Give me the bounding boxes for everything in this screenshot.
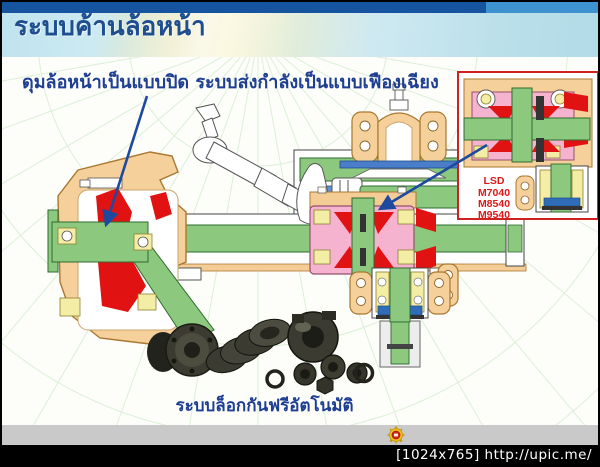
pointer-arrow-subtitle bbox=[102, 95, 149, 228]
slide-body: ดุมล้อหน้าเป็นแบบปิด ระบบส่งกำลังเป็นแบบ… bbox=[2, 57, 598, 425]
slide-header bbox=[2, 13, 598, 57]
top-accent-bar bbox=[2, 2, 598, 13]
center-pivot-bracket bbox=[339, 83, 477, 179]
letterbox-strip bbox=[2, 425, 598, 445]
watermark-text: [1024x765] http://upic.me/ bbox=[396, 447, 592, 463]
inset-label-lsd: LSD bbox=[484, 175, 505, 187]
caption-text: ระบบล็อกกันฟรีอัตโนมัติ bbox=[175, 396, 354, 416]
watermark-bar: [1024x765] http://upic.me/ bbox=[0, 445, 600, 467]
pointer-arrow-inset bbox=[377, 143, 488, 211]
inset-label-m9540: M9540 bbox=[478, 209, 510, 221]
lower-output-assembly bbox=[349, 267, 451, 368]
top-accent-bar-light-segment bbox=[486, 2, 598, 13]
inset-label-m7040: M7040 bbox=[478, 187, 510, 199]
page-title: ระบบค้านล้อหน้า bbox=[14, 12, 206, 42]
parts-photo-group bbox=[147, 311, 375, 395]
inset-detail-box: LSD M7040 M8540 M9540 bbox=[457, 71, 598, 221]
sun-badge-icon bbox=[387, 426, 405, 444]
axle-diagram: LSD M7040 M8540 M9540 bbox=[2, 57, 598, 425]
inset-label-m8540: M8540 bbox=[478, 198, 510, 210]
subtitle-text: ดุมล้อหน้าเป็นแบบปิด ระบบส่งกำลังเป็นแบบ… bbox=[22, 72, 439, 93]
